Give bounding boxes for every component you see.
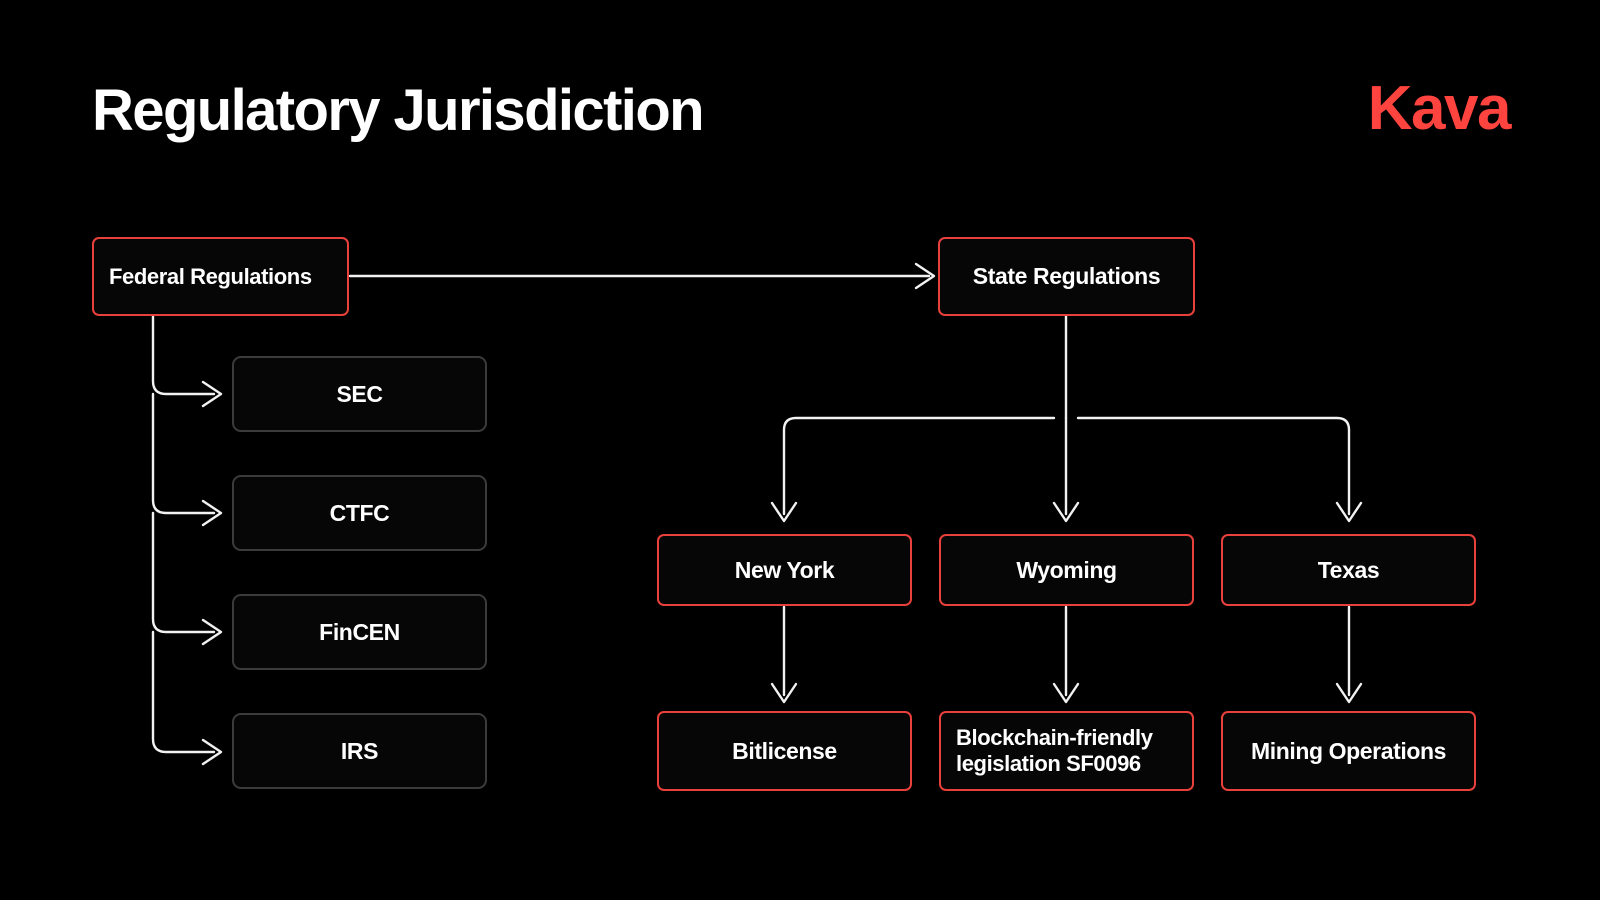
edge-federal-to-sec	[151, 314, 223, 408]
node-cftc-label: CTFC	[329, 499, 390, 526]
node-wyoming[interactable]: Wyoming	[939, 534, 1194, 606]
node-federal-regulations[interactable]: Federal Regulations	[92, 237, 349, 316]
node-mining-operations-label: Mining Operations	[1250, 737, 1447, 764]
node-sec-label: SEC	[336, 380, 383, 407]
node-state-regulations[interactable]: State Regulations	[938, 237, 1195, 316]
node-texas[interactable]: Texas	[1221, 534, 1476, 606]
edge-newyork-to-bitlicense	[770, 605, 798, 704]
edge-federal-to-cftc	[151, 392, 223, 527]
edge-state-to-newyork	[770, 416, 1056, 523]
edge-state-to-wyoming	[1052, 416, 1080, 523]
node-cftc[interactable]: CTFC	[232, 475, 487, 551]
node-wyoming-label: Wyoming	[1016, 556, 1117, 583]
node-bitlicense[interactable]: Bitlicense	[657, 711, 912, 791]
node-mining-operations[interactable]: Mining Operations	[1221, 711, 1476, 791]
node-irs-label: IRS	[340, 737, 379, 764]
node-sf0096-line2: legislation SF0096	[956, 751, 1141, 776]
node-sec[interactable]: SEC	[232, 356, 487, 432]
edge-federal-to-fincen	[151, 511, 223, 646]
page-title: Regulatory Jurisdiction	[92, 78, 705, 143]
node-bitlicense-label: Bitlicense	[732, 737, 837, 764]
node-texas-label: Texas	[1317, 556, 1380, 583]
node-fincen-label: FinCEN	[319, 618, 400, 645]
node-new-york[interactable]: New York	[657, 534, 912, 606]
node-sf0096-text: Blockchain-friendly legislation SF0096	[941, 725, 1192, 776]
node-irs[interactable]: IRS	[232, 713, 487, 789]
node-state-regulations-label: State Regulations	[972, 263, 1161, 289]
kava-logo: Kava	[1367, 74, 1512, 143]
node-sf0096[interactable]: Blockchain-friendly legislation SF0096	[939, 711, 1194, 791]
edge-federal-to-state	[348, 262, 936, 290]
node-sf0096-line1: Blockchain-friendly	[956, 725, 1153, 751]
edge-wyoming-to-sf0096	[1052, 605, 1080, 704]
edge-federal-to-irs	[151, 630, 223, 766]
node-fincen[interactable]: FinCEN	[232, 594, 487, 670]
edge-texas-to-mining	[1335, 605, 1363, 704]
node-new-york-label: New York	[734, 556, 835, 583]
edge-state-to-texas	[1076, 416, 1363, 523]
node-federal-regulations-label: Federal Regulations	[109, 263, 312, 289]
